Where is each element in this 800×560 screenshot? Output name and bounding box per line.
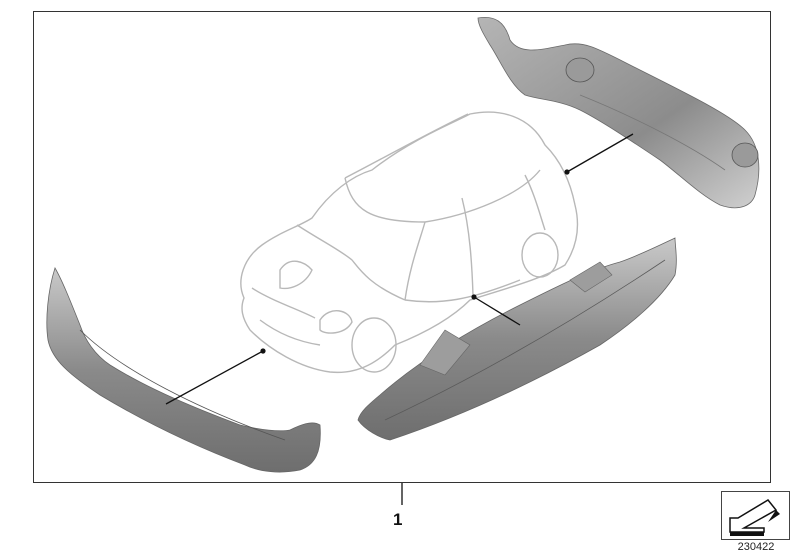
front-bumper-trim bbox=[46, 267, 321, 473]
vehicle-outline bbox=[240, 111, 579, 374]
rear-bumper-trim bbox=[477, 16, 760, 209]
side-sill-panel bbox=[357, 237, 677, 441]
orientation-arrow-icon bbox=[721, 491, 790, 540]
diagram-id: 230422 bbox=[737, 541, 775, 553]
leader-dots bbox=[260, 169, 570, 354]
leader-lines bbox=[165, 133, 634, 405]
diagram-frame bbox=[33, 11, 771, 483]
callout-label-1[interactable]: 1 bbox=[393, 510, 403, 529]
